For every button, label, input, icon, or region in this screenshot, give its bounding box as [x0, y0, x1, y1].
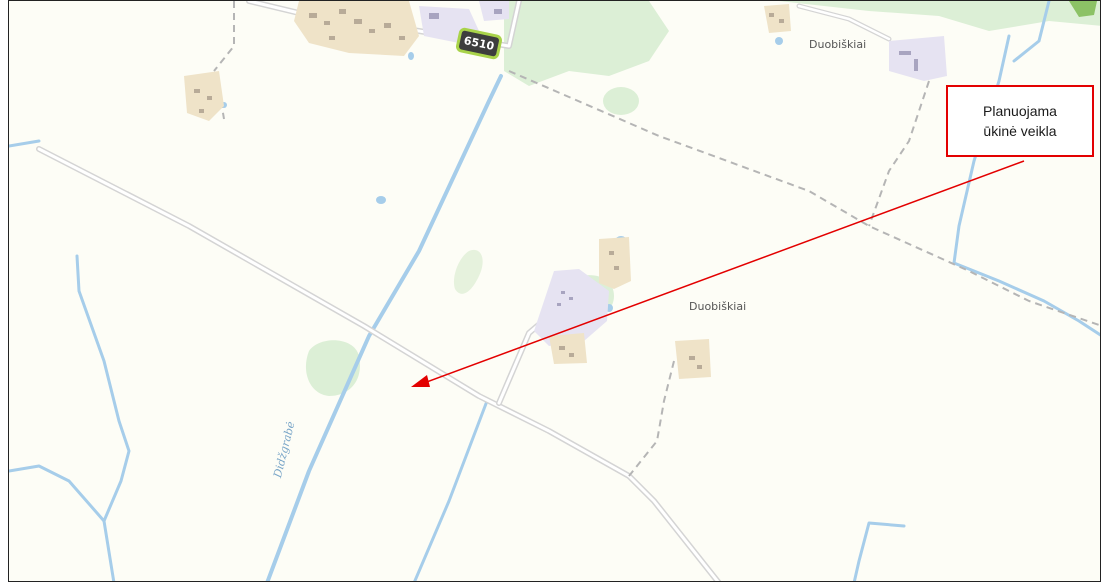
callout-box: Planuojama ūkinė veikla — [946, 85, 1094, 157]
road-main — [37, 147, 720, 581]
pond-1 — [376, 196, 386, 204]
canal-center-bottom — [413, 399, 489, 581]
forest-mid-patch — [453, 249, 483, 294]
settlement-mid-farm — [534, 269, 609, 346]
pond-8 — [408, 52, 414, 60]
settlement-top-right-1 — [764, 4, 791, 33]
track-right-upper — [868, 80, 930, 227]
forest-top-center — [504, 1, 669, 86]
map-frame[interactable]: Duobiškiai Duobiškiai Didžgrabė 6510 Pla… — [8, 0, 1101, 582]
callout-line-2: ūkinė veikla — [983, 123, 1057, 139]
forest-dark-top-right — [1069, 1, 1097, 17]
buildings — [194, 9, 918, 369]
road-number-text: 6510 — [458, 30, 500, 57]
callout-arrow-line — [423, 160, 1025, 384]
canal-left-long — [75, 254, 131, 581]
settlement-top-right-farm — [889, 36, 947, 81]
road-main-casing — [36, 146, 722, 581]
callout-line-1: Planuojama — [983, 103, 1057, 119]
forest-top-spot — [603, 87, 639, 115]
settlement-left-1 — [184, 71, 224, 121]
callout-arrow-head — [411, 375, 430, 387]
settlement-top-left — [294, 1, 419, 56]
canal-didzgrabe — [265, 74, 503, 581]
road-top-right — [797, 4, 891, 41]
forest-top-right — [779, 1, 1100, 31]
tracks — [213, 1, 1100, 477]
track-diagonal — [508, 70, 1100, 327]
forest-left-patch — [305, 340, 360, 396]
canal-right-vertical — [952, 34, 1100, 337]
water-features — [9, 1, 1100, 581]
settlement-mid-house-1 — [599, 237, 631, 289]
canal-right-bottom — [852, 521, 906, 581]
road-6510 — [247, 1, 521, 48]
pond-3 — [775, 37, 783, 45]
map-canvas[interactable] — [9, 1, 1101, 582]
track-mid-lower — [628, 360, 675, 477]
canal-left-upper — [9, 139, 41, 148]
settlement-mid-house-2 — [549, 333, 587, 364]
canal-left-bottom — [9, 464, 106, 523]
callout-arrow — [411, 160, 1025, 387]
track-left-upper — [213, 1, 235, 72]
place-label-duobiskiai-north: Duobiškiai — [809, 38, 867, 51]
place-label-duobiskiai-center: Duobiškiai — [689, 300, 747, 313]
forest-areas — [305, 1, 1100, 396]
canal-top-right-branch — [1012, 1, 1051, 63]
